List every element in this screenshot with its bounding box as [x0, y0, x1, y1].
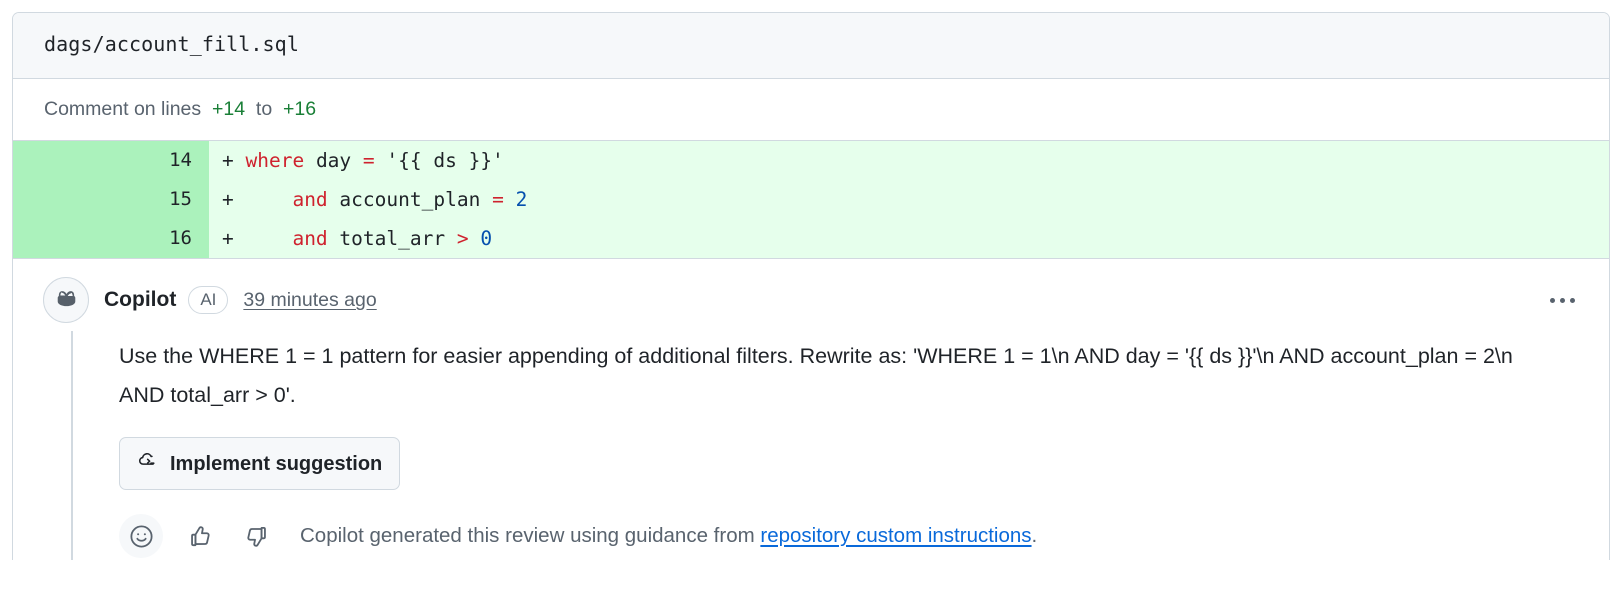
codespaces-cloud-terminal-icon [137, 449, 159, 478]
repository-custom-instructions-link[interactable]: repository custom instructions [760, 524, 1032, 547]
avatar[interactable] [43, 277, 89, 323]
code-token: 0 [480, 227, 493, 250]
code-token [504, 188, 516, 211]
diff-line-number[interactable]: 16 [13, 219, 209, 258]
diff-row: 15+ and account_plan = 2 [13, 180, 1609, 219]
copilot-icon [53, 284, 80, 316]
code-token: > [456, 227, 469, 250]
line-range-joiner: to [255, 98, 273, 120]
code-token: 2 [515, 188, 528, 211]
comment-author[interactable]: Copilot [104, 288, 177, 311]
comment-container: Copilot AI 39 minutes ago Use the WHERE … [13, 259, 1609, 560]
thumbs-down-icon[interactable] [236, 516, 276, 556]
code-token: where [245, 149, 305, 172]
comment-text: Use the WHERE 1 = 1 pattern for easier a… [119, 344, 1513, 407]
file-path[interactable]: dags/account_fill.sql [44, 32, 299, 56]
diff-code-line: + and total_arr > 0 [209, 219, 1609, 258]
code-token: = [492, 188, 504, 211]
diff-add-marker: + [222, 149, 234, 172]
implement-suggestion-label: Implement suggestion [170, 452, 383, 475]
code-token [469, 227, 481, 250]
implement-suggestion-button[interactable]: Implement suggestion [119, 437, 401, 490]
code-token: and [292, 188, 328, 211]
ai-badge: AI [188, 286, 229, 314]
diff-row: 14+ where day = '{{ ds }}' [13, 141, 1609, 180]
thread-connector-line [71, 331, 73, 560]
diff-add-marker: + [222, 188, 234, 211]
diff-hunk: 14+ where day = '{{ ds }}'15+ and accoun… [13, 141, 1609, 259]
comment-timestamp[interactable]: 39 minutes ago [243, 289, 377, 311]
line-range-end: +16 [283, 98, 317, 120]
thumbs-up-icon[interactable] [180, 516, 220, 556]
comment-on-lines-prefix: Comment on lines [44, 98, 202, 120]
diff-code-line: + and account_plan = 2 [209, 180, 1609, 219]
diff-line-number[interactable]: 14 [13, 141, 209, 180]
guidance-prefix: Copilot generated this review using guid… [300, 524, 761, 547]
code-token: account_plan [327, 188, 493, 211]
reaction-row: Copilot generated this review using guid… [119, 512, 1569, 560]
diff-row: 16+ and total_arr > 0 [13, 219, 1609, 258]
kebab-menu-icon[interactable] [1543, 281, 1581, 319]
comment-header: Copilot AI 39 minutes ago [13, 277, 1609, 323]
code-token: and [292, 227, 328, 250]
code-token: total_arr [327, 227, 457, 250]
code-token [234, 188, 293, 211]
guidance-note: Copilot generated this review using guid… [300, 521, 1037, 551]
comment-on-lines-label: Comment on lines +14 to +16 [13, 79, 1609, 141]
smiley-face-icon[interactable] [119, 514, 163, 558]
code-token: '{{ ds }}' [374, 149, 504, 172]
code-token: = [362, 149, 375, 172]
line-range-start: +14 [212, 98, 246, 120]
comment-body: Use the WHERE 1 = 1 pattern for easier a… [13, 323, 1609, 560]
file-header: dags/account_fill.sql [13, 13, 1609, 79]
review-thread-card: dags/account_fill.sql Comment on lines +… [12, 12, 1610, 560]
diff-code-line: + where day = '{{ ds }}' [209, 141, 1609, 180]
diff-add-marker: + [222, 227, 234, 250]
guidance-suffix: . [1031, 524, 1038, 547]
diff-line-number[interactable]: 15 [13, 180, 209, 219]
code-token [234, 149, 246, 172]
code-token [234, 227, 293, 250]
code-token: day [304, 149, 363, 172]
